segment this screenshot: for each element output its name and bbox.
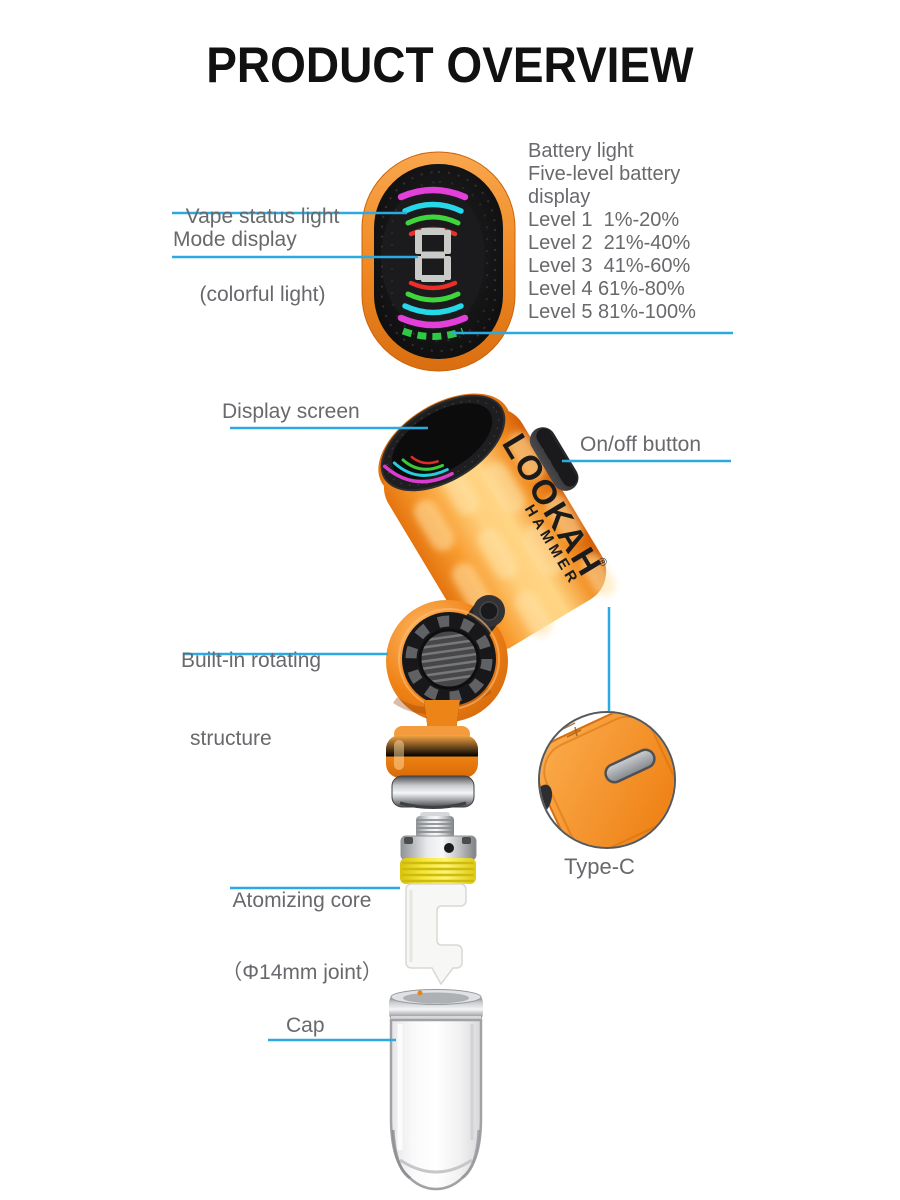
vape-status-label: Vape status light (colorful light) [185, 205, 340, 306]
cap-rim-opening [403, 992, 469, 1004]
display-screen-label: Display screen [222, 400, 360, 423]
display-unit-illustration [361, 151, 516, 372]
battery-label: Battery light Five-level battery display… [528, 140, 696, 323]
neck-fill [424, 700, 460, 731]
core-thread-ridges [417, 819, 453, 833]
callout-lines [172, 211, 733, 1042]
joint-pivot-center [479, 601, 499, 621]
page-title: PRODUCT OVERVIEW [206, 37, 694, 93]
atomizing-core-label: Atomizing core （Φ14mm joint） [221, 889, 383, 984]
type-c-label: Type-C [564, 854, 635, 879]
rotating-structure-label: Built-in rotating structure [181, 649, 322, 750]
chrome-band [391, 775, 475, 808]
typec-port[interactable] [603, 747, 658, 785]
battery-light-segments [401, 327, 465, 340]
core-coil-ribs [402, 861, 474, 883]
type-c-closeup [538, 711, 676, 849]
vape-status-light-arcs [397, 186, 469, 329]
core-airhole [444, 843, 454, 853]
core-coil-band [400, 858, 476, 884]
core-collar-notch-right [462, 837, 471, 844]
collar-bell [386, 735, 478, 778]
device-body-illustration: LOOKAH ® HAMMER [378, 393, 616, 652]
lower-neck-illustration [386, 700, 478, 809]
body-cap-mini-arcs [382, 455, 454, 484]
gear-disc-rim [418, 628, 480, 690]
chrome-band-bottom [399, 801, 467, 809]
display-dot-ring-outer [381, 171, 496, 352]
cap-rim-glint [417, 990, 423, 996]
cap-glass-bottom-inner [399, 1158, 473, 1174]
typec-device-bottom [540, 713, 674, 847]
cap-glass-bottom-left [391, 1129, 411, 1180]
collar-highlight [394, 740, 404, 770]
core-collar-notch-left [404, 837, 413, 844]
typec-face-seam [543, 715, 674, 847]
typec-circle-content [540, 713, 674, 847]
on-off-label: On/off button [580, 433, 702, 456]
atomizing-core-illustration [400, 812, 477, 986]
mode-display-digit [415, 228, 451, 282]
mode-display-label: Mode display [173, 228, 297, 251]
core-ceramic-mouth [405, 883, 467, 986]
cap-illustration [389, 989, 483, 1191]
typec-engraving [562, 722, 582, 738]
typec-circle-outline [538, 711, 676, 849]
display-dot-ring-inner [391, 181, 488, 342]
gear-teeth [405, 615, 493, 703]
on-off-button-ridges [536, 428, 578, 487]
cap-label: Cap [286, 1014, 325, 1037]
cap-glass-bottom-right [461, 1129, 481, 1180]
